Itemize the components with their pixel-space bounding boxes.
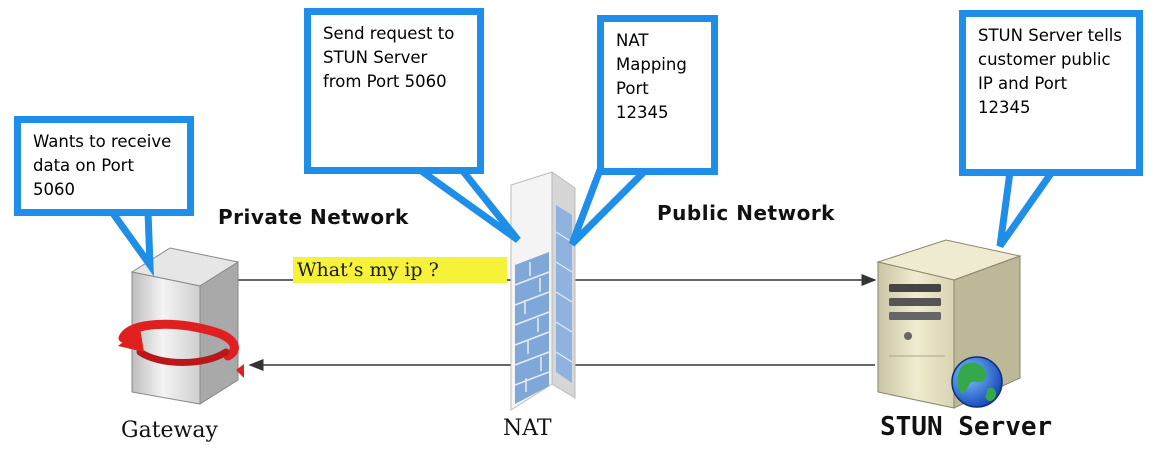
gateway-server-icon xyxy=(130,247,240,405)
globe-icon xyxy=(951,356,1003,408)
stun-server-label: STUN Server xyxy=(880,412,1053,442)
gateway-callout: Wants to receive data on Port 5060 xyxy=(14,116,194,216)
gateway-label: Gateway xyxy=(121,418,218,443)
whats-my-ip-query: What’s my ip ? xyxy=(293,257,507,283)
nat-firewall-icon xyxy=(510,171,576,411)
request-callout-tail xyxy=(409,166,521,243)
nat-mapping-callout-tail xyxy=(568,166,655,247)
public-network-label: Public Network xyxy=(657,201,835,225)
request-callout: Send request to STUN Server from Port 50… xyxy=(304,8,484,174)
stun-callout-tail xyxy=(996,168,1059,249)
gateway-callout-tail xyxy=(105,208,154,277)
private-network-label: Private Network xyxy=(218,205,409,229)
rotation-arrow-icon xyxy=(118,319,244,378)
nat-label: NAT xyxy=(503,416,552,441)
stun-server-icon xyxy=(876,239,1022,409)
stun-reply-callout: STUN Server tells customer public IP and… xyxy=(959,10,1143,176)
nat-mapping-callout: NAT Mapping Port 12345 xyxy=(597,15,718,175)
